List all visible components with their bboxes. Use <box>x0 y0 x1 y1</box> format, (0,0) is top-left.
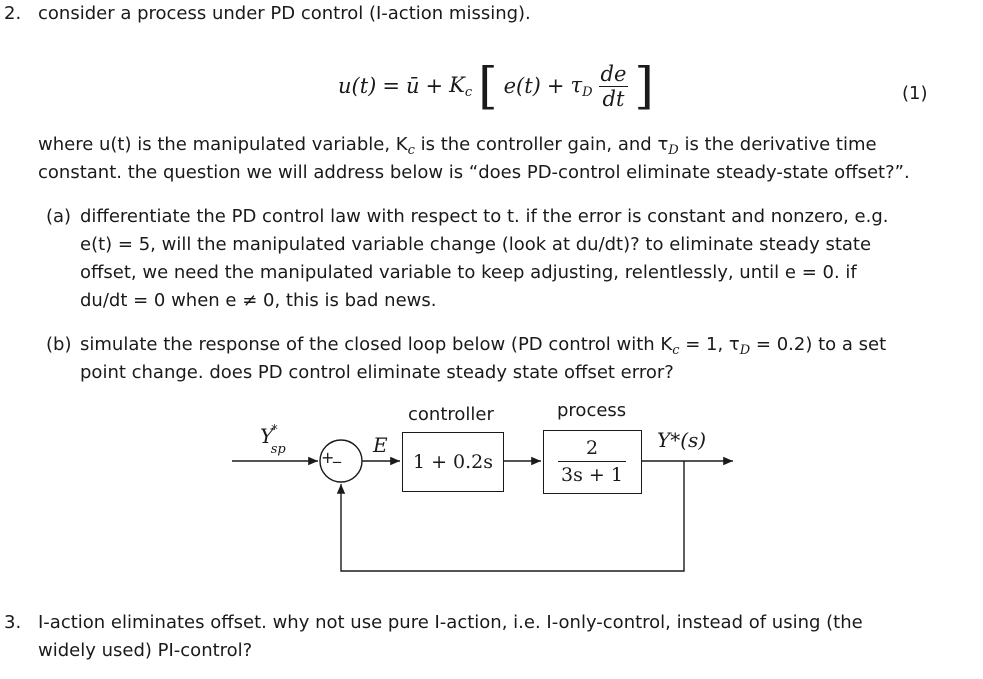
eq-left-bracket: [ <box>478 57 498 115</box>
eq-plus-2: + <box>546 74 565 98</box>
eq-plus: + <box>425 74 444 98</box>
minus-sign: _ <box>333 444 341 463</box>
question-3-number: 3. <box>4 612 22 633</box>
where-line-1: where u(t) is the manipulated variable, … <box>38 134 877 158</box>
part-a-label: (a) <box>46 206 72 227</box>
process-block: 2 3s + 1 <box>543 430 642 494</box>
part-a-line-4: du/dt = 0 when e ≠ 0, this is bad news. <box>80 290 437 311</box>
eq-equals: = <box>382 74 400 98</box>
feedback-path <box>336 461 685 572</box>
controller-transfer-function: 1 + 0.2s <box>412 451 494 473</box>
controller-block: 1 + 0.2s <box>402 432 504 492</box>
question-3-line-2: widely used) PI-control? <box>38 640 253 661</box>
error-label: E <box>373 433 388 457</box>
equation-tag: (1) <box>902 83 928 104</box>
where-line-2: constant. the question we will address b… <box>38 162 910 183</box>
part-b-line-2: point change. does PD control eliminate … <box>80 362 674 383</box>
pd-control-equation: u(t) = ū + Kc [ e(t) + τD de dt ] <box>338 56 654 116</box>
eq-et: e(t) <box>503 74 541 98</box>
part-a-line-2: e(t) = 5, will the manipulated variable … <box>80 234 872 255</box>
process-transfer-function: 2 3s + 1 <box>558 435 626 488</box>
part-b-line-1: simulate the response of the closed loop… <box>80 334 887 358</box>
part-b-label: (b) <box>46 334 72 355</box>
eq-lhs: u(t) <box>338 74 377 98</box>
setpoint-label: Y*sp <box>260 423 286 457</box>
question-3-line-1: I-action eliminates offset. why not use … <box>38 612 863 633</box>
output-label: Y*(s) <box>657 428 707 452</box>
question-2-heading: consider a process under PD control (I-a… <box>38 3 531 24</box>
eq-kc: Kc <box>449 72 473 100</box>
eq-right-bracket: ] <box>634 57 654 115</box>
process-label: process <box>557 400 627 421</box>
part-a-line-1: differentiate the PD control law with re… <box>80 206 889 227</box>
plus-sign: + <box>321 448 335 467</box>
eq-ubar: ū <box>405 74 420 98</box>
controller-label: controller <box>408 404 494 425</box>
part-a-line-3: offset, we need the manipulated variable… <box>80 262 857 283</box>
eq-tau: τD <box>570 72 593 100</box>
question-2-number: 2. <box>4 3 22 24</box>
eq-derivative-fraction: de dt <box>598 61 629 111</box>
